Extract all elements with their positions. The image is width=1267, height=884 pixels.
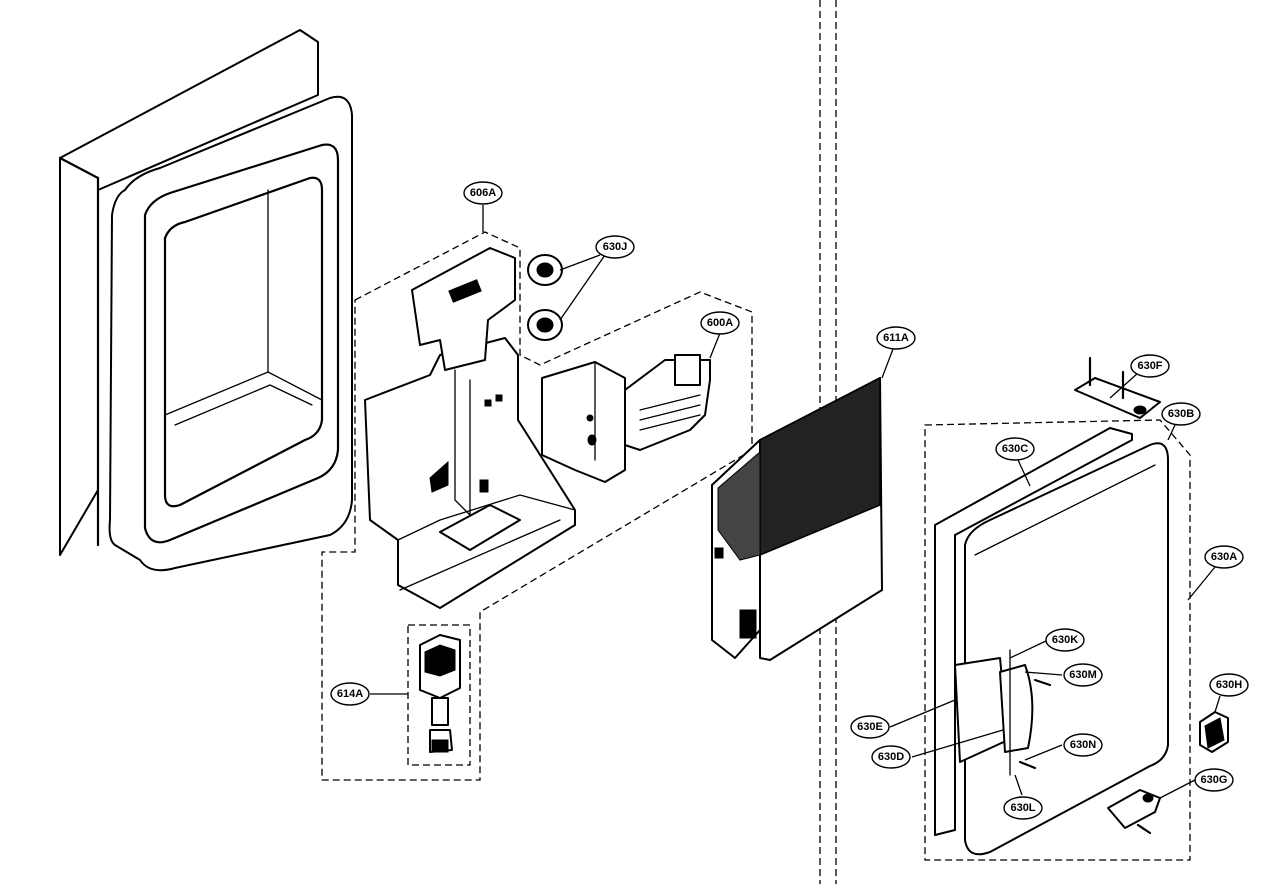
callout-630J: 630J	[595, 235, 635, 259]
rollers-630J	[527, 254, 563, 341]
callout-label-630H: 630H	[1216, 679, 1242, 691]
dispenser-housing-606A	[321, 231, 753, 781]
callout-label-630J: 630J	[603, 241, 627, 253]
callout-label-630M: 630M	[1069, 669, 1097, 681]
callout-630C: 630C	[995, 437, 1035, 461]
callout-label-630F: 630F	[1137, 360, 1162, 372]
valve-614A	[407, 624, 471, 766]
callout-630M: 630M	[1063, 663, 1103, 687]
callout-611A: 611A	[876, 326, 916, 350]
callout-630A: 630A	[1204, 545, 1244, 569]
cover-611A	[711, 376, 883, 661]
callout-614A: 614A	[330, 682, 370, 706]
callout-630H: 630H	[1209, 673, 1249, 697]
callout-label-630N: 630N	[1070, 739, 1096, 751]
callout-label-600A: 600A	[707, 317, 733, 329]
callout-label-606A: 606A	[470, 187, 496, 199]
callout-600A: 600A	[700, 311, 740, 335]
callout-label-611A: 611A	[883, 332, 909, 344]
callout-606A: 606A	[463, 181, 503, 205]
callout-label-630C: 630C	[1002, 443, 1028, 455]
callout-630F: 630F	[1130, 354, 1170, 378]
refrigerator-door	[58, 29, 353, 572]
callout-630D: 630D	[871, 745, 911, 769]
callout-label-630D: 630D	[878, 751, 904, 763]
callout-label-630G: 630G	[1201, 774, 1228, 786]
callout-630N: 630N	[1063, 733, 1103, 757]
callout-630B: 630B	[1161, 402, 1201, 426]
callout-label-630A: 630A	[1211, 551, 1237, 563]
callout-label-630L: 630L	[1010, 802, 1035, 814]
leader-lines	[370, 205, 1221, 799]
callout-label-630E: 630E	[857, 721, 883, 733]
callout-630E: 630E	[850, 715, 890, 739]
callout-label-630B: 630B	[1168, 408, 1194, 420]
dispenser-door-630	[924, 356, 1229, 861]
callout-label-614A: 614A	[337, 688, 363, 700]
callout-label-630K: 630K	[1052, 634, 1078, 646]
callout-630G: 630G	[1194, 768, 1234, 792]
ice-maker-600A	[541, 354, 711, 483]
callout-630L: 630L	[1003, 796, 1043, 820]
callout-630K: 630K	[1045, 628, 1085, 652]
